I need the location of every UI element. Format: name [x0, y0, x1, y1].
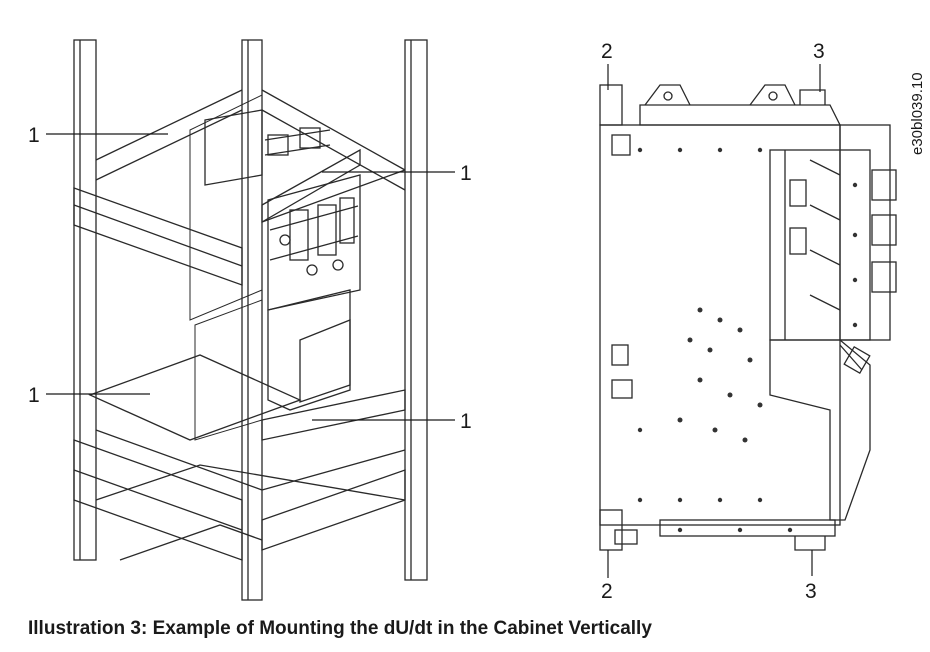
bottom-frame — [73, 439, 243, 561]
mounting-illustration: 1 1 1 1 — [28, 39, 926, 603]
callout-1: 1 — [28, 384, 40, 407]
frame-post — [404, 39, 428, 581]
cabinet-isometric-view — [73, 39, 428, 601]
dudt-unit — [204, 109, 361, 411]
mounting-rail — [261, 148, 361, 224]
callout-1: 1 — [460, 410, 472, 433]
top-bracket — [639, 104, 842, 126]
lower-housing — [769, 339, 871, 521]
callout-leaders-left — [46, 133, 455, 421]
callout-3: 3 — [813, 40, 825, 63]
mounting-rail — [261, 389, 406, 441]
frame-post — [241, 39, 263, 601]
document-id: e30bl039.10 — [909, 72, 926, 155]
unit-side-view — [599, 84, 897, 551]
callout-2: 2 — [601, 40, 613, 63]
back-plate — [599, 124, 841, 526]
callout-2: 2 — [601, 580, 613, 603]
callout-leaders-right — [607, 64, 821, 578]
mounting-rail — [73, 187, 243, 286]
bottom-bracket — [659, 519, 836, 537]
callout-1: 1 — [28, 124, 40, 147]
callout-1: 1 — [460, 162, 472, 185]
mounting-holes — [637, 147, 858, 533]
callout-3: 3 — [805, 580, 817, 603]
frame-post — [73, 39, 97, 561]
figure-caption: Illustration 3: Example of Mounting the … — [28, 618, 652, 639]
